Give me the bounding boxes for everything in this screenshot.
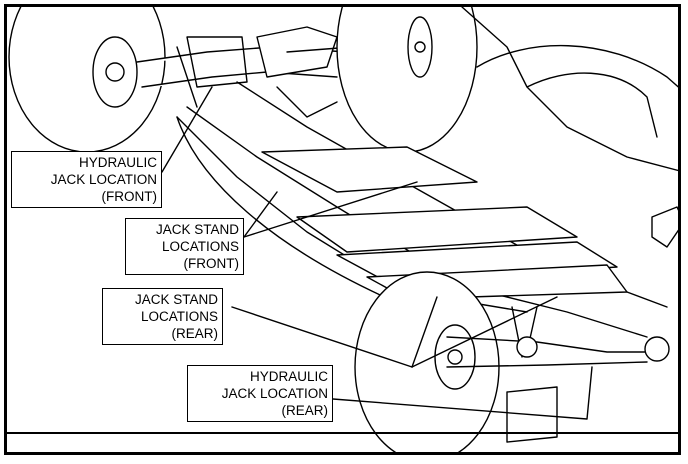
rear-suspension (446, 306, 668, 368)
callout-hydraulic-front: HYDRAULIC JACK LOCATION (FRONT) (11, 151, 162, 208)
callout-line: JACK STAND (155, 222, 239, 237)
floor-pan-rear (336, 241, 618, 283)
leader-hydraulic-front (161, 86, 213, 173)
rear-left-rim (434, 324, 476, 390)
illustration-bottom-border (7, 432, 678, 434)
callout-line: (REAR) (281, 403, 329, 418)
callout-line: LOCATIONS (140, 309, 218, 324)
callout-line: (REAR) (171, 326, 219, 341)
floor-pan-front (261, 146, 478, 193)
front-left-rim (92, 36, 138, 108)
callout-line: LOCATIONS (161, 239, 239, 254)
figure-frame: HYDRAULIC JACK LOCATION (FRONT) JACK STA… (4, 4, 681, 455)
callout-line: JACK STAND (134, 292, 218, 307)
leader-jack-stand-rear-3 (411, 296, 558, 368)
callout-jack-stand-rear: JACK STAND LOCATIONS (REAR) (102, 288, 223, 345)
rear-left-tire (354, 271, 500, 452)
leader-jack-stand-rear-1 (231, 306, 413, 368)
rocker-panel (176, 116, 408, 308)
callout-line: (FRONT) (101, 189, 157, 204)
callout-line: HYDRAULIC (249, 369, 328, 384)
front-left-tire (8, 7, 166, 153)
body-panel (461, 7, 678, 172)
leader-jack-stand-rear-2 (411, 296, 438, 368)
callout-line: JACK LOCATION (50, 172, 157, 187)
leader-hydraulic-rear (332, 366, 593, 420)
callout-line: HYDRAULIC (78, 155, 157, 170)
callout-hydraulic-rear: HYDRAULIC JACK LOCATION (REAR) (187, 365, 333, 422)
callout-line: (FRONT) (183, 256, 239, 271)
leader-jack-stand-front-2 (243, 181, 418, 238)
front-right-rim (407, 16, 433, 78)
floor-pan-middle (296, 206, 578, 253)
callout-jack-stand-front: JACK STAND LOCATIONS (FRONT) (125, 218, 244, 275)
leader-jack-stand-front-1 (243, 191, 278, 238)
side-assembly (651, 206, 678, 248)
vehicle-underside-illustration (8, 7, 678, 452)
callout-line: JACK LOCATION (221, 386, 328, 401)
front-right-tire (336, 7, 478, 153)
